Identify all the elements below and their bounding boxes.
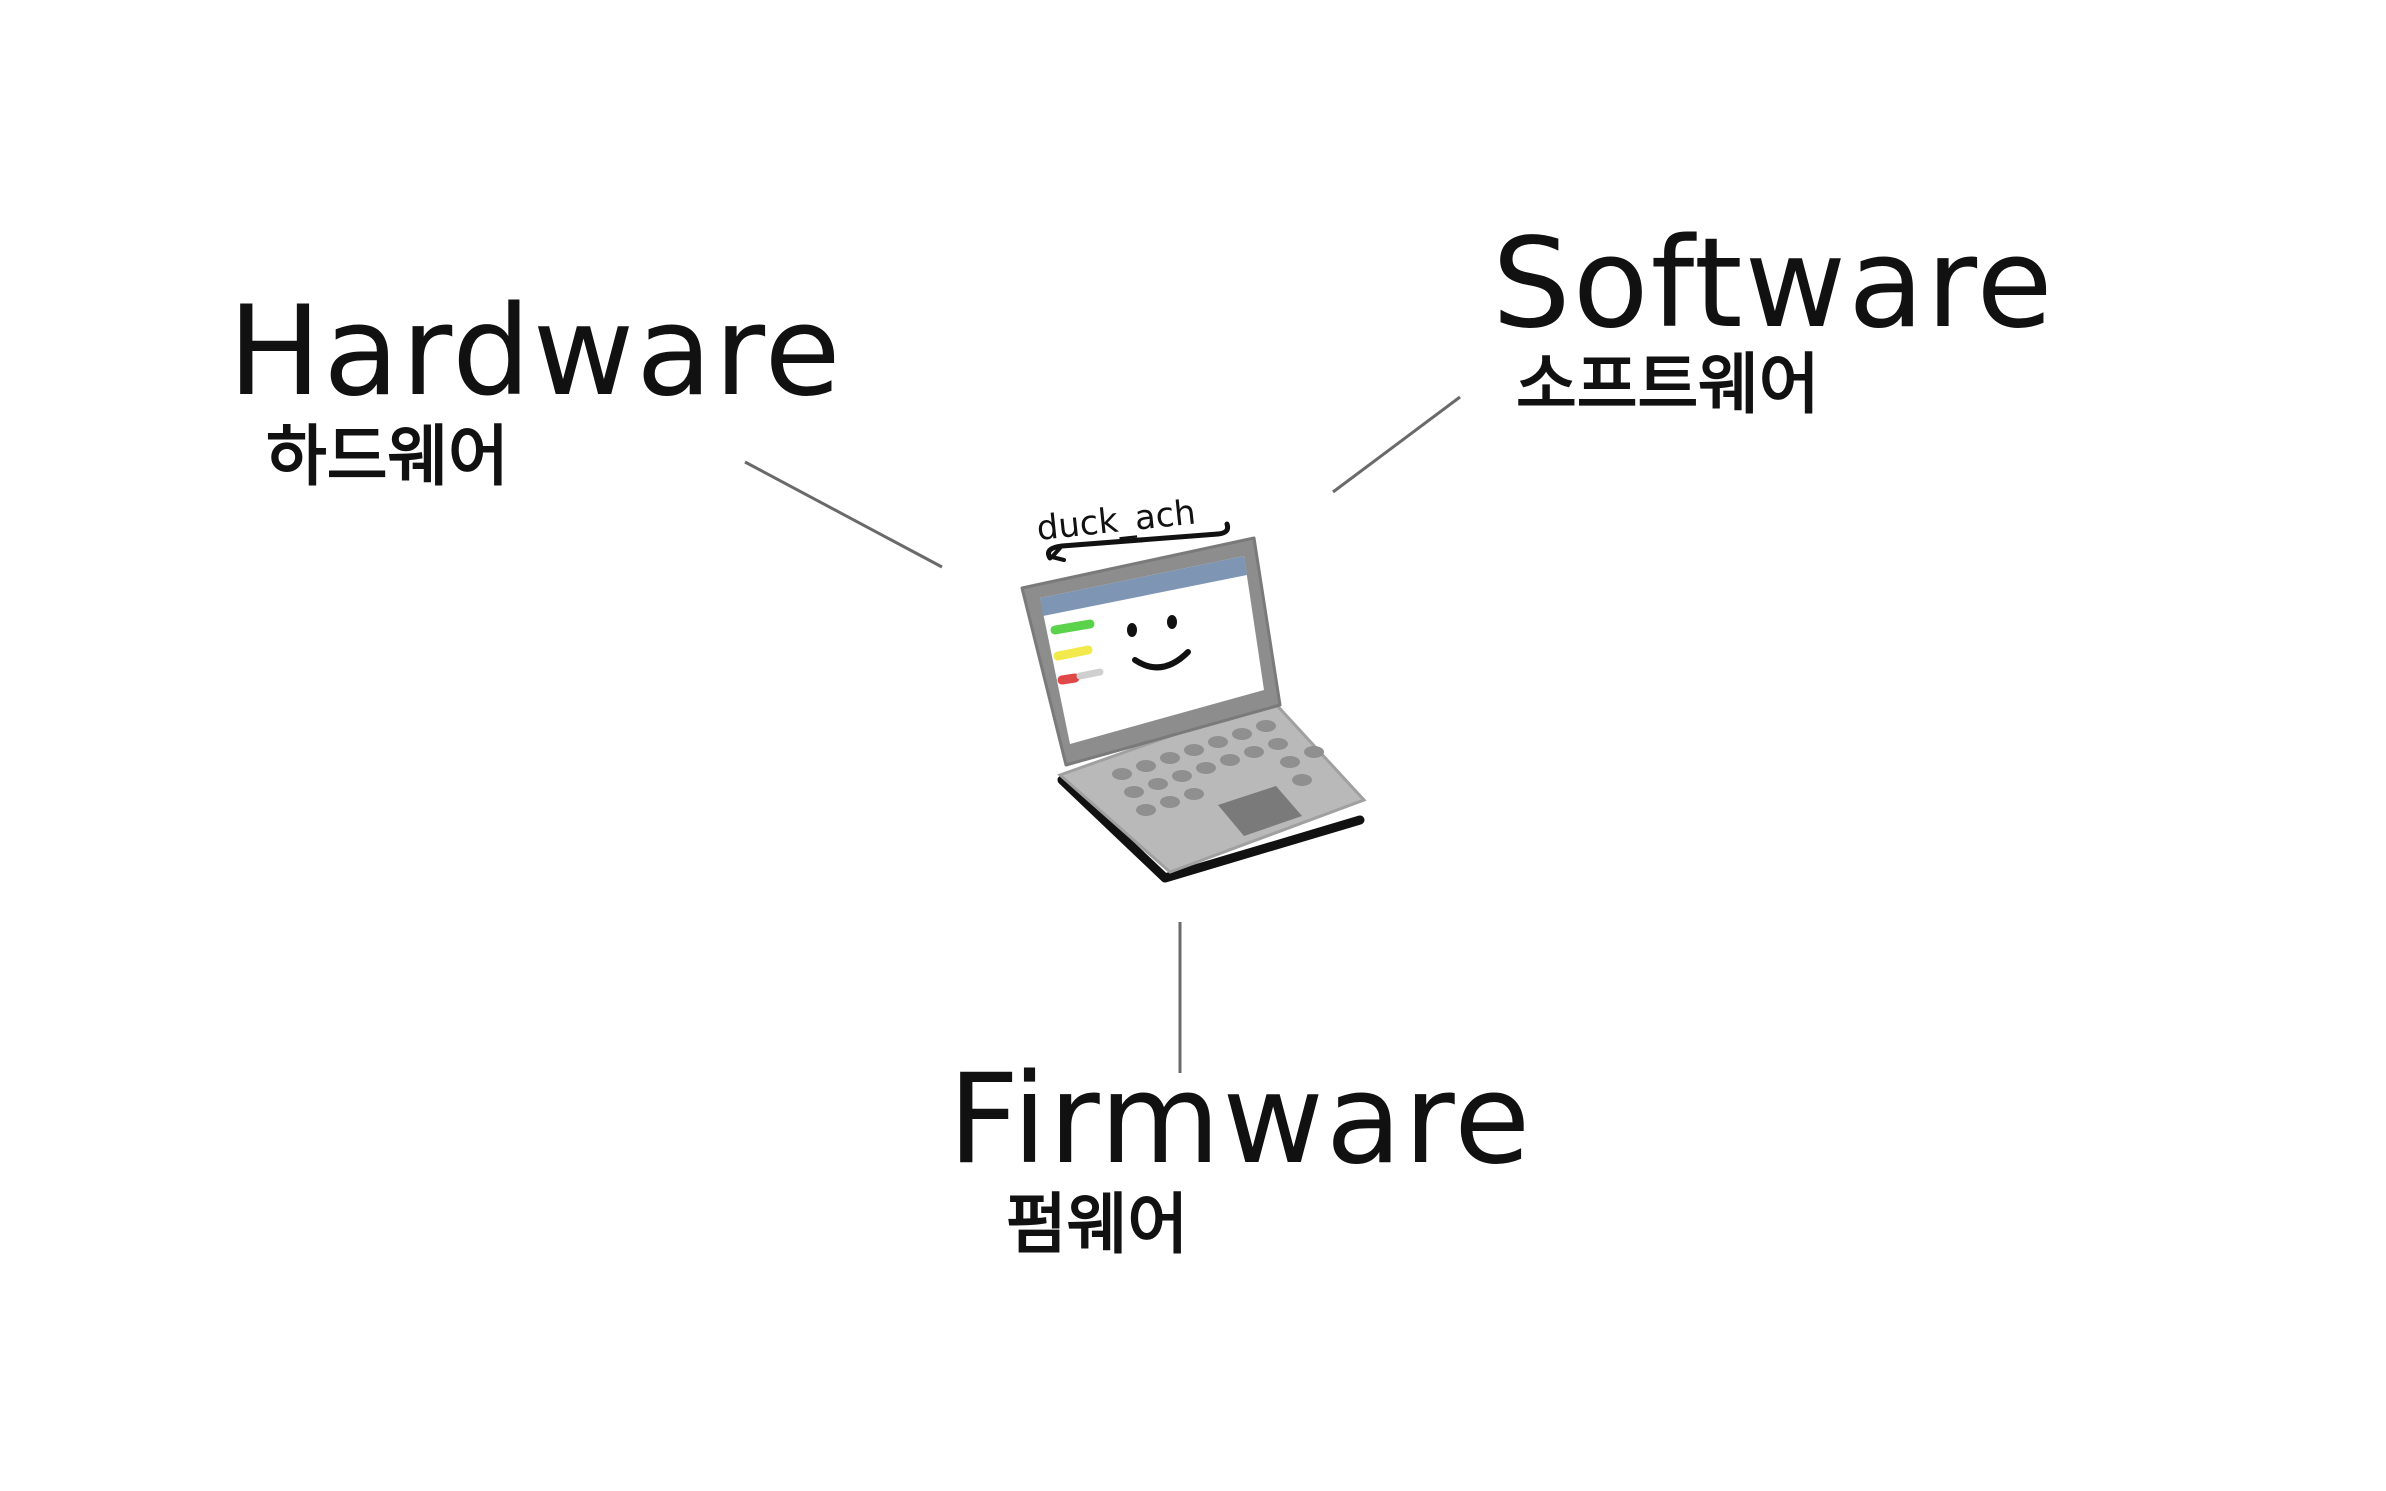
hardware-label: Hardware (228, 280, 843, 424)
node-software: Software 소프트웨어 (1492, 222, 2055, 418)
software-label: Software (1492, 212, 2055, 356)
software-label-ko: 소프트웨어 (1516, 346, 1820, 423)
indicator-yellow (1053, 645, 1093, 661)
indicator-green (1050, 619, 1095, 635)
signature-bracket (1046, 521, 1231, 561)
screen-titlebar (1040, 556, 1247, 616)
eye-left (1127, 623, 1137, 637)
indicator-red (1057, 673, 1080, 685)
node-hardware: Hardware 하드웨어 (228, 290, 843, 490)
indicator-gray (1076, 668, 1104, 680)
signature-arrow (1050, 546, 1066, 562)
hardware-label-ko: 하드웨어 (266, 418, 509, 495)
laptop-base-outline (1057, 775, 1365, 883)
laptop-icon: duck_ach (1020, 492, 1367, 883)
connector-hardware (744, 460, 943, 569)
eye-right (1167, 615, 1177, 629)
firmware-label: Firmware (948, 1048, 1533, 1192)
signature-text: duck_ach (1035, 492, 1198, 548)
connector-software (1332, 395, 1461, 494)
node-firmware: Firmware 펌웨어 (948, 1058, 1532, 1258)
firmware-label-ko: 펌웨어 (1006, 1186, 1189, 1263)
smile (1132, 649, 1191, 671)
trackpad (1218, 786, 1302, 836)
keyboard (1112, 720, 1324, 816)
